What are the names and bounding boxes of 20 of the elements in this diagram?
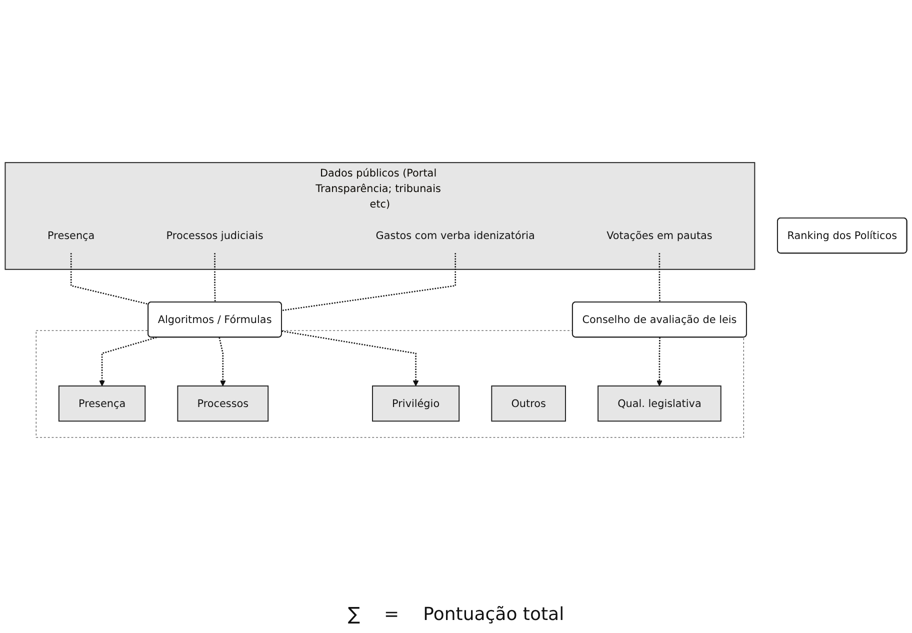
arrow	[99, 336, 157, 386]
label-text: ∑	[348, 604, 360, 625]
node-text: Processos judiciais	[166, 229, 264, 242]
arrow	[218, 337, 226, 386]
connector	[658, 253, 660, 302]
label-text: Pontuação total	[423, 604, 564, 625]
node-box: Privilégio	[372, 385, 460, 422]
node-text: Presença	[48, 229, 95, 242]
connector	[214, 253, 216, 302]
node-box: Processos	[177, 385, 269, 422]
label-text: =	[384, 604, 400, 625]
connector	[282, 253, 456, 312]
arrow	[282, 330, 419, 386]
node-box: Presença	[58, 385, 146, 422]
node-text: Gastos com verba idenizatória	[376, 229, 535, 242]
node-box: Outros	[491, 385, 566, 422]
arrow	[656, 337, 662, 386]
connector	[70, 253, 149, 305]
node-text: Votações em pautas	[606, 229, 712, 242]
node-box: Qual. legislativa	[598, 385, 722, 422]
